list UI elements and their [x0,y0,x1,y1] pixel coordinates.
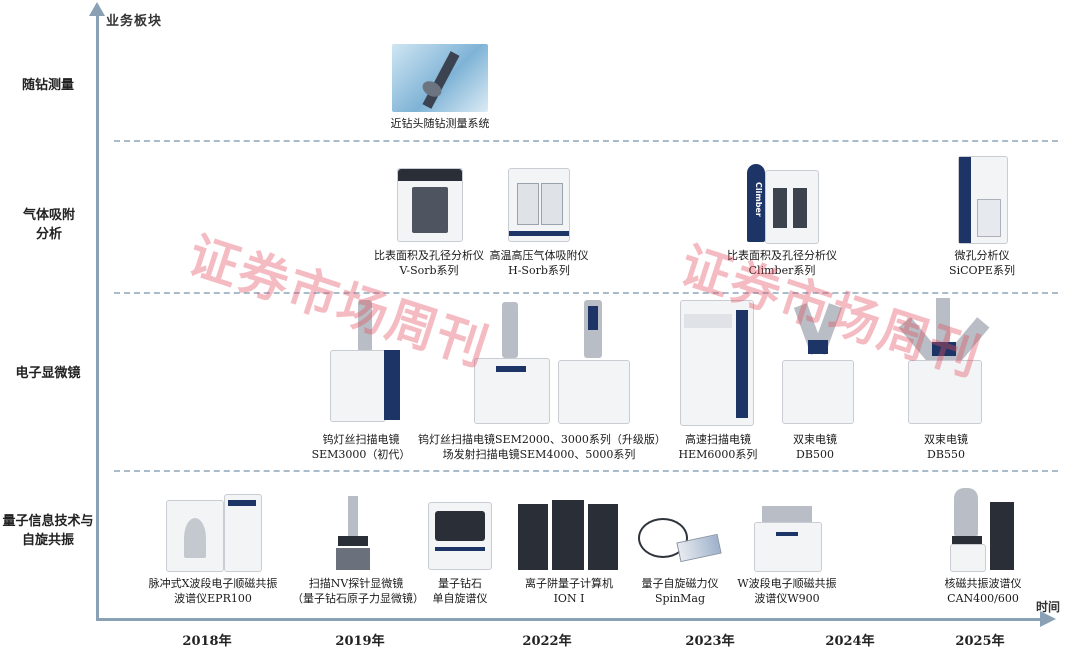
x-axis-arrow [1040,611,1056,627]
sem4000-microscope-image [552,300,636,424]
product-label-w900: W波段电子顺磁共振波谱仪W900 [737,577,837,605]
year-label: 2024年 [825,634,875,649]
climber-analyzer-image: Climber [747,164,819,244]
year-label: 2018年 [182,634,232,649]
product-label-epr100: 脉冲式X波段电子顺磁共振波谱仪EPR100 [148,577,278,605]
db500-microscope-image [774,300,860,424]
sicope-analyzer-image [958,156,1008,244]
category-label: 量子信息技术与自旋共振 [2,514,94,548]
epr100-spectrometer-image [166,494,262,572]
y-axis-label: 业务板块 [106,14,163,29]
ion-trap-computer-image [518,500,620,570]
w900-spectrometer-image [752,506,822,572]
product-label-diamond: 量子钻石单自旋谱仪 [432,577,488,605]
product-label-drill: 近钻头随钻测量系统 [390,117,490,130]
row-divider [114,292,1058,294]
sem3000-microscope-image [330,300,402,422]
year-label: 2019年 [335,634,385,649]
x-axis-label: 时间 [1036,600,1061,614]
climber-brand-text: Climber [754,182,763,217]
product-label-nv: 扫描NV探针显微镜（量子钻石原子力显微镜） [292,577,424,605]
diamond-spectrometer-image [428,502,492,570]
year-label: 2022年 [522,634,572,649]
db550-microscope-image [892,298,996,424]
nv-probe-microscope-image [332,496,374,572]
category-label: 电子显微镜 [15,366,81,381]
product-label-sem2000: 钨灯丝扫描电镜SEM2000、3000系列（升级版）场发射扫描电镜SEM4000… [418,433,666,461]
hem6000-microscope-image [680,300,754,426]
year-label: 2025年 [955,634,1005,649]
y-axis-arrow [89,2,105,16]
category-label: 随钻测量 [21,78,74,93]
hsorb-analyzer-image [508,168,570,242]
category-label: 气体吸附分析 [22,208,75,242]
spinmag-magnetometer-image [638,514,722,564]
vsorb-analyzer-image [397,168,463,242]
drill-measurement-system-image [392,44,488,112]
can400-nmr-spectrometer-image [946,488,1020,572]
year-label: 2023年 [685,634,735,649]
x-axis [96,618,1044,621]
row-divider [114,470,1058,472]
row-divider [114,140,1058,142]
y-axis [96,14,99,621]
sem2000-microscope-image [474,302,550,424]
